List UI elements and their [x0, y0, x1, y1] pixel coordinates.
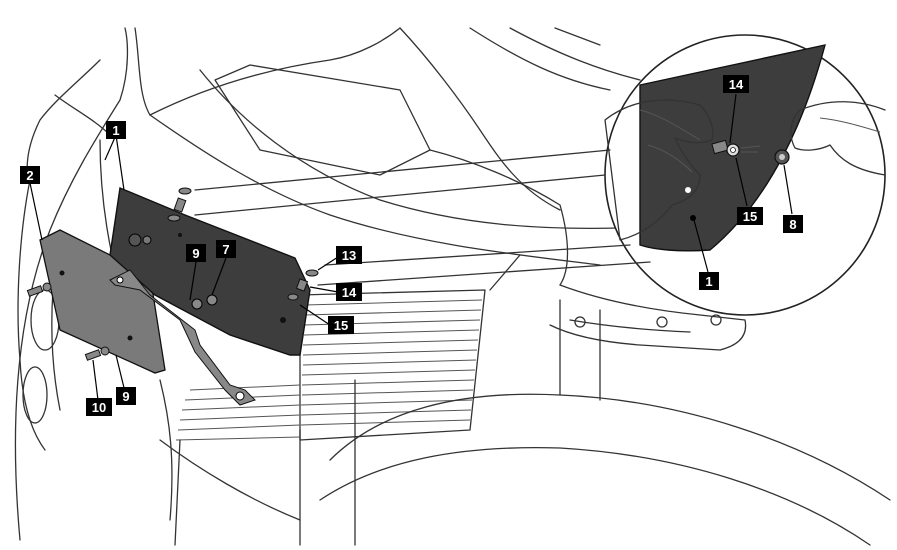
part-2-side-deflector	[26, 229, 166, 374]
callout-9-lower: 9	[116, 387, 136, 405]
callout-label: 1	[112, 123, 119, 138]
callout-9-washer: 9	[186, 244, 206, 262]
callout-label: 14	[729, 77, 744, 92]
loose-hardware	[167, 187, 319, 301]
callout-14-screw: 14	[336, 283, 362, 301]
mounting-bracket	[109, 269, 256, 406]
callout-label: 9	[192, 246, 199, 261]
callout-label: 13	[342, 248, 356, 263]
callout-label: 15	[743, 209, 757, 224]
detail-magnifier	[604, 34, 886, 316]
callout-label: 15	[334, 318, 348, 333]
callout-label: 7	[222, 242, 229, 257]
projection-lines	[194, 149, 651, 286]
callout-13: 13	[336, 246, 362, 264]
callout-14-detail: 14	[723, 75, 749, 93]
callout-label: 2	[26, 168, 33, 183]
callout-10: 10	[86, 398, 112, 416]
callout-8-detail: 8	[783, 215, 803, 233]
callout-label: 8	[789, 217, 796, 232]
callout-15-nut: 15	[328, 316, 354, 334]
callout-1-detail: 1	[699, 272, 719, 290]
callout-2-side-deflector: 2	[20, 166, 40, 184]
callout-15-detail: 15	[737, 207, 763, 225]
callout-label: 1	[705, 274, 712, 289]
leader-lines	[29, 93, 793, 401]
callout-label: 10	[92, 400, 106, 415]
callout-label: 14	[342, 285, 357, 300]
motorcycle-outline	[14, 27, 891, 546]
callout-7: 7	[216, 240, 236, 258]
callout-1-plate: 1	[106, 121, 126, 139]
callout-label: 9	[122, 389, 129, 404]
